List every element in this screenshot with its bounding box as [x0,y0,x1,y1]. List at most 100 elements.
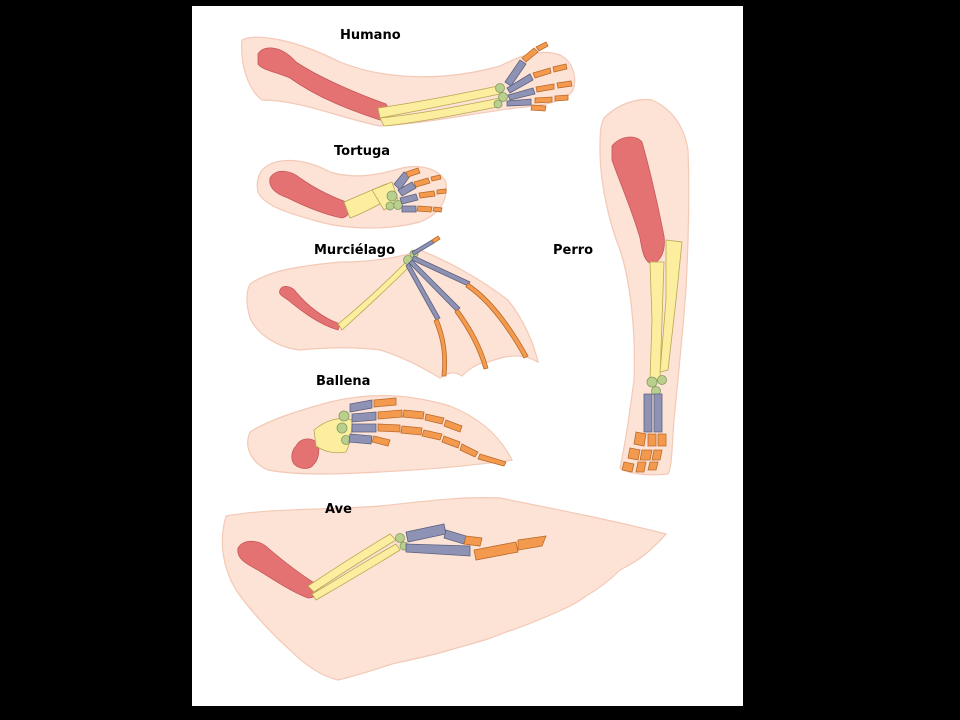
carpal [657,375,667,385]
phalanx [377,409,403,420]
phalanx [535,41,549,52]
metacarpal [351,411,377,423]
ulna-ave [311,543,401,601]
label-ave: Ave [325,502,352,517]
phalanx [465,282,529,359]
limb-ave [221,497,668,681]
limb-ballena [247,395,513,475]
phalanx [459,443,479,458]
metacarpal [401,205,417,213]
label-humano: Humano [340,28,401,43]
phalanx [373,397,397,408]
phalanx [416,205,433,213]
carpals-ballena [336,410,351,445]
phalanx [639,449,653,461]
phalanx [627,447,641,461]
metacarpals-humano [504,59,536,107]
phalanx [635,461,647,473]
carpal [395,533,405,543]
phalanx [418,190,436,199]
label-perro: Perro [553,243,593,258]
limb-murcielago [246,235,539,379]
phalanx [463,535,483,547]
phalanx [530,104,547,112]
phalanx [534,96,553,104]
phalanx [521,47,539,63]
metacarpal [348,433,373,445]
metacarpal [399,193,419,205]
phalanx [657,433,667,447]
phalanges-tortuga [405,167,447,213]
metacarpals-murcielago [405,239,471,321]
metacarpal [397,181,417,197]
phalanx [436,188,447,195]
phalanx [413,177,431,188]
label-ballena: Ballena [316,374,370,389]
metacarpal [507,87,536,101]
phalanges-murcielago [431,235,529,377]
carpal [498,92,508,102]
metacarpals-ballena [348,399,377,445]
carpals-tortuga [385,190,403,211]
phalanges-ballena [371,397,507,467]
carpal [338,410,350,422]
carpal [493,99,503,109]
ulna-perro [659,239,683,373]
label-murcielago: Murciélago [314,243,395,258]
carpal [495,83,505,93]
phalanx [647,461,659,471]
limb-humano [241,36,576,127]
carpals-humano [493,83,508,109]
metacarpals-ave [405,523,471,557]
metacarpal [405,543,471,557]
phalanx [621,461,635,473]
metacarpal [351,423,377,433]
phalanx [633,431,647,447]
carpal [646,376,658,388]
phalanx [400,425,423,436]
phalanx [477,453,507,467]
metacarpal [653,393,663,433]
phalanx [430,174,442,182]
humerus-ballena [291,438,320,469]
label-tortuga: Tortuga [334,144,390,159]
phalanx [441,435,461,449]
humerus-perro [611,136,665,265]
phalanx [424,413,445,425]
phalanx [432,206,443,213]
phalanx [377,423,401,433]
phalanx [554,94,569,102]
skin-ballena [247,395,513,475]
phalanx [443,419,463,433]
metacarpals-perro [643,393,663,433]
phalanx [651,449,663,461]
limb-tortuga [256,159,447,229]
skin-ave [221,497,668,681]
phalanx [421,429,443,441]
phalanx [454,308,489,370]
metacarpal [506,98,532,107]
phalanx [371,435,391,447]
phalanx [431,235,441,244]
phalanges-humano [521,41,573,112]
phalanx [402,409,425,420]
carpal [336,422,348,434]
phalanx [647,433,657,447]
humerus-murcielago [279,286,341,331]
limb-perro [599,98,690,476]
carpals-perro [646,375,667,396]
metacarpal [643,393,653,433]
metacarpal [506,73,534,94]
metacarpal [504,59,527,87]
phalanx [433,318,448,377]
phalanx [552,63,568,73]
phalanges-perro [621,431,667,473]
phalanx [473,541,519,561]
phalanx [556,80,573,89]
carpal [385,201,395,211]
phalanx [532,67,552,79]
phalanx [517,535,547,551]
metacarpal [349,399,373,413]
